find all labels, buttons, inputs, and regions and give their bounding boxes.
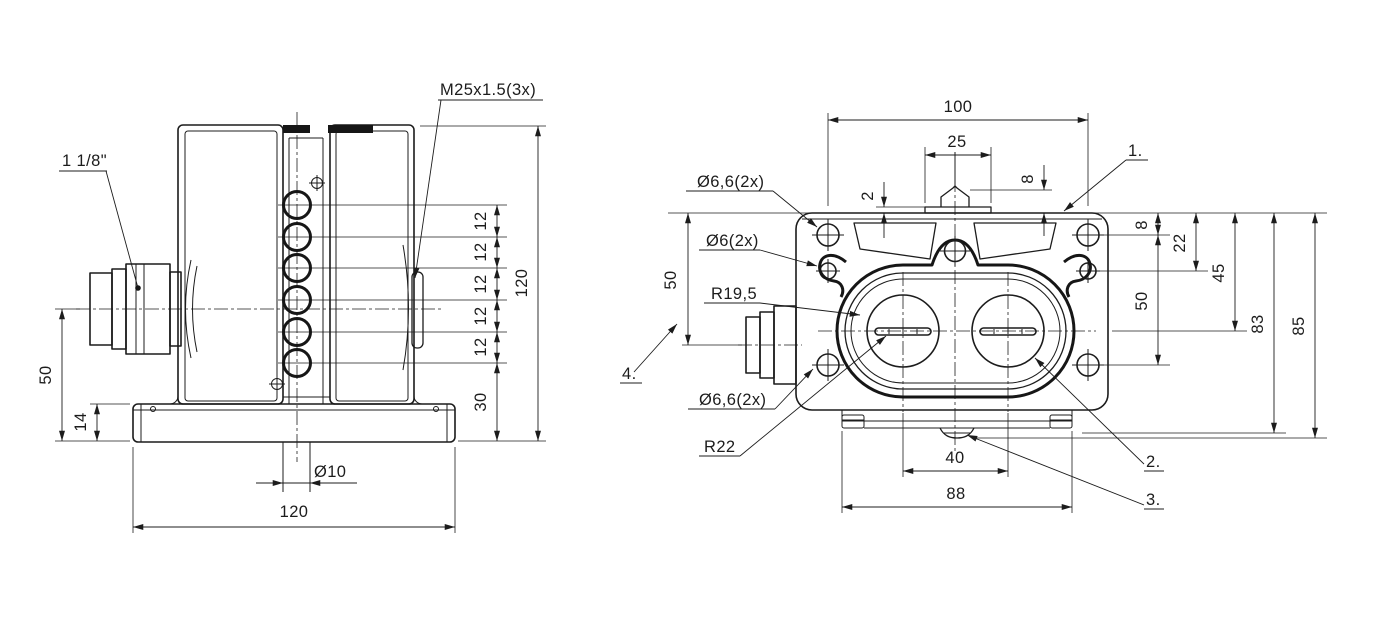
connector-size-label: 1 1/8" bbox=[62, 152, 107, 170]
dim-cap-plate-thickness: 2 bbox=[859, 191, 877, 201]
cable-gland-connector bbox=[89, 263, 182, 355]
dim-pitch-3: 12 bbox=[472, 274, 490, 293]
foot-left bbox=[841, 414, 865, 429]
dim-mount-hole-spacing: 100 bbox=[944, 98, 973, 116]
side-hole-right bbox=[1076, 259, 1100, 283]
callout-2: 2. bbox=[1146, 453, 1161, 471]
right-panel-outline bbox=[329, 124, 415, 405]
corner-hole-top-left bbox=[812, 219, 844, 251]
dim-pitch-2: 12 bbox=[472, 242, 490, 261]
port-slot-right bbox=[979, 327, 1037, 336]
dim-edge-to-side-hole: 22 bbox=[1171, 233, 1189, 252]
oval-ring-r19-5 bbox=[850, 278, 1061, 384]
port-right bbox=[971, 294, 1045, 368]
corner-holes-bottom-label: Ø6,6(2x) bbox=[699, 391, 766, 409]
left-panel-lens-curve-2 bbox=[192, 265, 198, 353]
terminal-circle bbox=[282, 348, 312, 378]
cap-plate bbox=[924, 206, 992, 214]
front-view-leaders: 1 1/8" M25x1.5(3x) bbox=[59, 81, 543, 291]
port-left bbox=[866, 294, 940, 368]
leader-dot bbox=[135, 285, 141, 291]
top-pocket-left bbox=[853, 222, 937, 260]
port-radius-label: R19,5 bbox=[711, 285, 757, 303]
terminal-circle bbox=[282, 253, 312, 283]
top-view-leaders: Ø6,6(2x) Ø6(2x) R19,5 4. Ø6,6(2x) R22 1.… bbox=[620, 142, 1164, 510]
dim-edge-to-port-center: 45 bbox=[1210, 263, 1228, 282]
small-screw-bottom bbox=[269, 376, 285, 392]
dim-hole-spacing-vertical: 50 bbox=[1133, 291, 1151, 310]
dim-body-depth: 83 bbox=[1249, 314, 1267, 333]
dim-total-height: 120 bbox=[513, 269, 531, 298]
left-panel-outline bbox=[177, 124, 284, 405]
corner-holes-top-label: Ø6,6(2x) bbox=[697, 173, 764, 191]
top-view: Ø6,6(2x) Ø6(2x) R19,5 4. Ø6,6(2x) R22 1.… bbox=[620, 98, 1327, 513]
dim-edge-to-hole: 8 bbox=[1133, 220, 1151, 230]
gasket-contour bbox=[835, 238, 1076, 399]
dim-total-depth: 85 bbox=[1290, 316, 1308, 335]
terminal-circle bbox=[282, 222, 312, 252]
small-screw-top bbox=[309, 175, 325, 191]
callout-3: 3. bbox=[1146, 491, 1161, 509]
dim-left-height: 50 bbox=[662, 270, 680, 289]
corner-hole-bottom-left bbox=[812, 349, 844, 381]
dim-body-width: 88 bbox=[946, 485, 965, 503]
terminal-circle bbox=[282, 190, 312, 220]
terminal-circle bbox=[282, 317, 312, 347]
top-cap bbox=[924, 152, 992, 214]
front-view-dimensions: 12 12 12 12 12 30 120 50 14 bbox=[37, 125, 546, 533]
top-seal-strip-left bbox=[283, 125, 310, 133]
corner-hole-bottom-right bbox=[1072, 349, 1104, 381]
side-seal-left bbox=[818, 254, 847, 298]
plate-outline bbox=[795, 212, 1109, 411]
dim-cap-height: 8 bbox=[1019, 174, 1037, 184]
dim-connector-height: 50 bbox=[37, 365, 55, 384]
center-screw bbox=[940, 236, 970, 266]
dim-port-spacing: 40 bbox=[945, 449, 964, 467]
right-panel-lens-curve bbox=[402, 244, 409, 371]
oval-ring-r22 bbox=[844, 272, 1067, 390]
top-pocket-right bbox=[973, 222, 1057, 260]
terminal-circle-column bbox=[269, 175, 507, 392]
side-holes-label: Ø6(2x) bbox=[706, 232, 759, 250]
gland-thread-label: M25x1.5(3x) bbox=[440, 81, 536, 99]
base-flange bbox=[132, 395, 456, 492]
base-outline bbox=[132, 403, 456, 443]
callout-4: 4. bbox=[622, 365, 637, 383]
left-panel-lens-curve bbox=[185, 259, 192, 359]
dim-total-width: 120 bbox=[280, 503, 309, 521]
right-panel-inner bbox=[335, 130, 409, 402]
dim-pitch-4: 12 bbox=[472, 306, 490, 325]
callout-1: 1. bbox=[1128, 142, 1143, 160]
top-view-dimensions: 100 25 2 8 50 40 bbox=[662, 98, 1327, 513]
corner-hole-top-right bbox=[1072, 219, 1104, 251]
front-view: 1 1/8" M25x1.5(3x) 12 12 12 12 12 30 bbox=[37, 81, 546, 533]
oval-body bbox=[818, 236, 1092, 399]
oval-radius-label: R22 bbox=[704, 438, 735, 456]
dim-bottom-offset: 30 bbox=[472, 392, 490, 411]
dim-pitch-1: 12 bbox=[472, 211, 490, 230]
dim-base-hole-diameter: Ø10 bbox=[314, 463, 346, 481]
dim-base-thickness: 14 bbox=[72, 412, 90, 431]
left-panel-inner bbox=[184, 130, 278, 402]
dim-pitch-5: 12 bbox=[472, 337, 490, 356]
side-seal-right bbox=[1063, 254, 1092, 298]
bottom-bump bbox=[939, 427, 975, 439]
top-seal-strip-right bbox=[328, 125, 373, 133]
front-body bbox=[177, 124, 424, 405]
terminal-circle bbox=[282, 285, 312, 315]
mounting-plate bbox=[795, 212, 1109, 411]
foot-right bbox=[1049, 414, 1073, 429]
dim-cap-width: 25 bbox=[947, 133, 966, 151]
mounting-holes bbox=[812, 219, 1104, 381]
port-slot-left bbox=[874, 327, 932, 336]
lower-body bbox=[841, 410, 1073, 439]
